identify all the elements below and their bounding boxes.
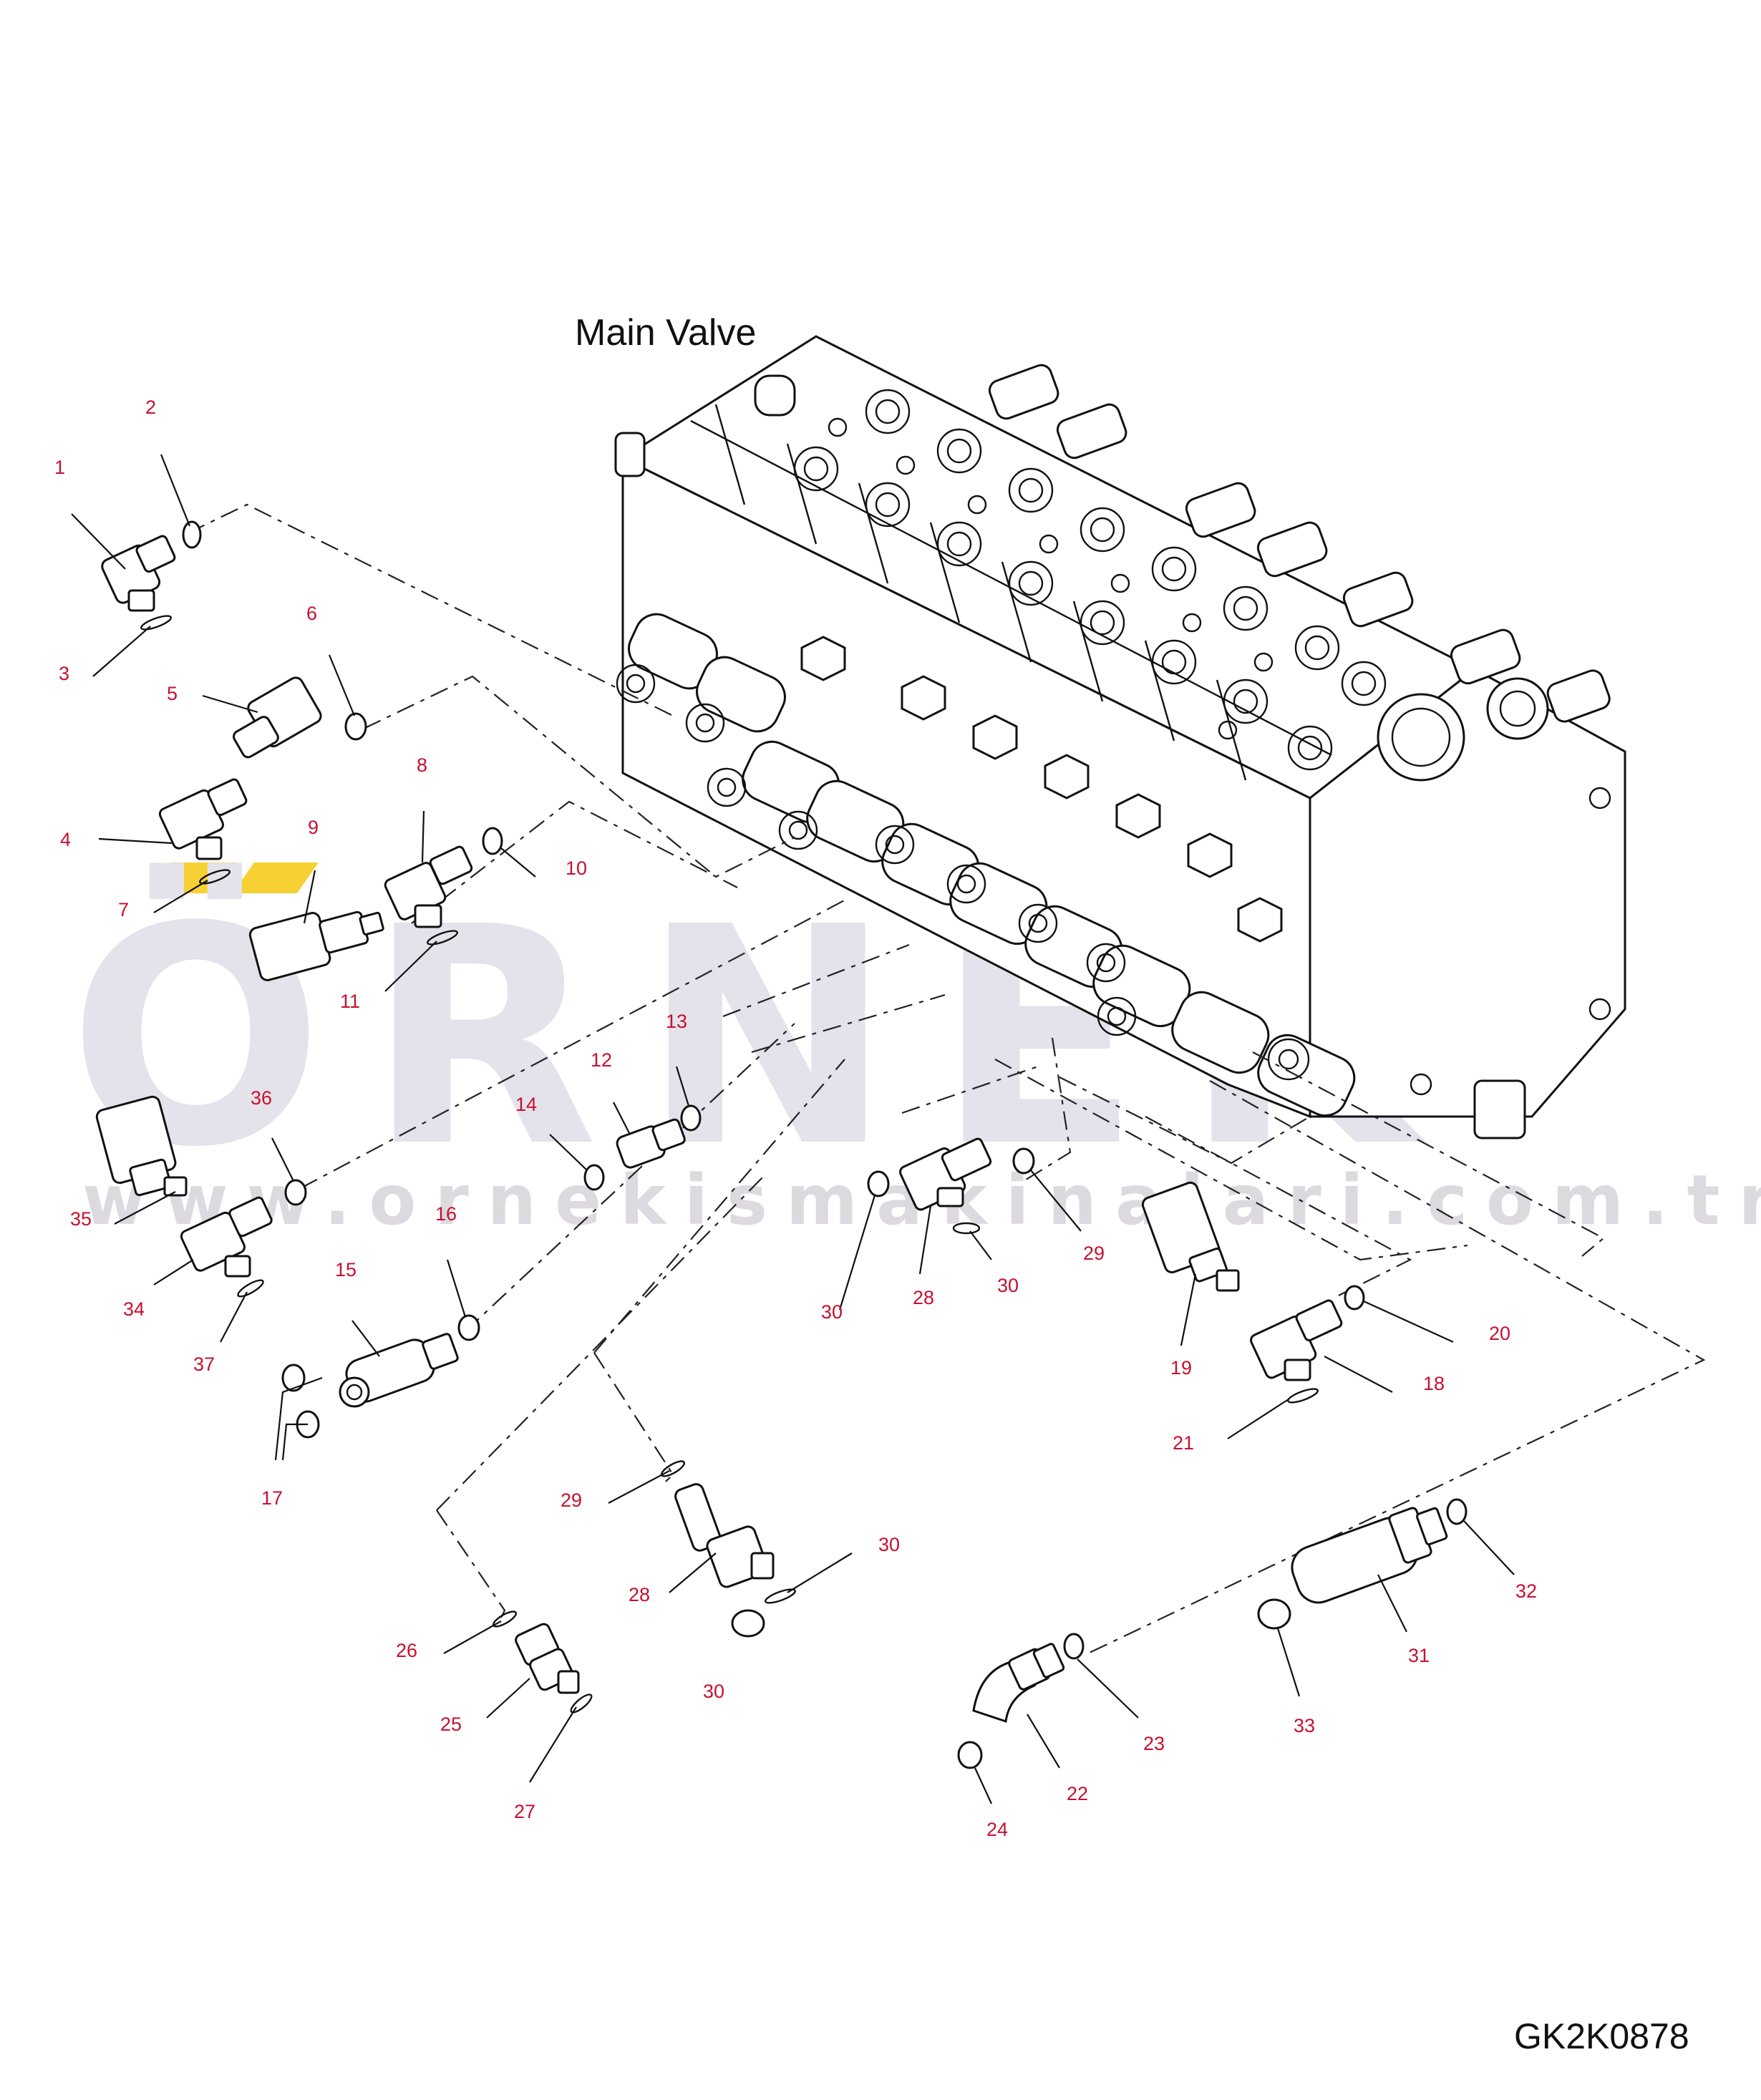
callout-5: 5	[167, 683, 178, 704]
callout-17: 17	[261, 1487, 283, 1509]
callout-8: 8	[417, 754, 427, 776]
part-30-o-ring-b	[952, 1222, 981, 1235]
main-valve-body	[614, 335, 1626, 1139]
callout-10: 10	[566, 857, 587, 879]
part-28-elbow-lower	[674, 1483, 775, 1588]
callout-35: 35	[70, 1208, 92, 1230]
part-12-adapter	[616, 1118, 686, 1169]
callout-27: 27	[514, 1801, 535, 1822]
callout-36: 36	[251, 1087, 272, 1109]
part-24-o-ring	[957, 1741, 983, 1769]
diagram-title: Main Valve	[575, 312, 756, 354]
part-1-elbow-sensor	[101, 535, 176, 612]
callout-11: 11	[340, 991, 360, 1012]
callout-23: 23	[1143, 1733, 1165, 1754]
part-29-o-ring-upper	[1012, 1147, 1035, 1175]
part-30-o-ring-d	[731, 1609, 765, 1638]
part-3-o-ring	[140, 615, 172, 631]
callout-28-upper: 28	[913, 1287, 934, 1308]
callout-26: 26	[396, 1640, 417, 1661]
part-9-sensor	[248, 910, 384, 981]
callout-12: 12	[591, 1049, 612, 1071]
callout-7: 7	[118, 899, 129, 920]
part-30-o-ring-a	[867, 1170, 890, 1197]
callout-30-c: 30	[878, 1534, 900, 1555]
callout-30-b: 30	[997, 1275, 1019, 1296]
watermark-accent-right	[233, 862, 319, 893]
part-18-elbow	[1250, 1299, 1343, 1381]
part-36-o-ring	[284, 1179, 307, 1206]
callout-16: 16	[435, 1203, 457, 1225]
leader-lines	[71, 454, 1515, 1804]
callout-32: 32	[1515, 1580, 1537, 1602]
part-6-o-ring	[344, 712, 367, 741]
callout-15: 15	[335, 1259, 356, 1280]
callout-21: 21	[1173, 1432, 1194, 1454]
part-10-o-ring	[482, 827, 503, 855]
callout-22: 22	[1067, 1783, 1088, 1804]
part-11-o-ring	[427, 930, 458, 946]
callout-labels: 1 2 3 4 5 6 7 8 9 10 11 12 13 14 15 16 1…	[54, 397, 1537, 1840]
callout-3: 3	[59, 663, 69, 684]
part-16-o-ring	[457, 1314, 480, 1341]
part-8-elbow	[384, 845, 473, 928]
callout-31: 31	[1408, 1645, 1430, 1666]
part-27-o-ring	[570, 1693, 593, 1713]
callout-24: 24	[986, 1819, 1008, 1840]
callout-20: 20	[1489, 1323, 1510, 1344]
part-4-elbow	[158, 778, 248, 860]
callout-25: 25	[440, 1713, 462, 1735]
callout-30-a: 30	[821, 1301, 843, 1323]
part-13-o-ring	[680, 1104, 702, 1132]
part-29-o-ring-lower	[660, 1460, 686, 1477]
callout-29-lower: 29	[561, 1489, 582, 1511]
components	[95, 520, 1468, 1769]
part-22-elbow	[972, 1643, 1065, 1723]
part-7-o-ring	[199, 869, 231, 885]
assembly-lines	[187, 503, 1706, 1654]
watermark-accent-left	[150, 862, 236, 893]
part-37-o-ring	[237, 1279, 264, 1298]
part-20-o-ring	[1344, 1285, 1365, 1311]
part-34-elbow	[180, 1196, 273, 1278]
spool-caps	[614, 364, 1611, 1117]
part-23-o-ring	[1063, 1633, 1085, 1660]
callout-9: 9	[308, 817, 319, 838]
callout-14: 14	[515, 1094, 537, 1115]
part-15-check-valve	[339, 1333, 459, 1408]
part-19-sensor	[1141, 1181, 1240, 1292]
drawing-code: GK2K0878	[1514, 2016, 1689, 2056]
callout-30-d: 30	[703, 1681, 724, 1702]
callout-37: 37	[193, 1353, 215, 1375]
part-28-elbow-upper	[899, 1137, 992, 1211]
callout-1: 1	[54, 457, 65, 478]
part-25-adapter	[515, 1623, 580, 1694]
callout-18: 18	[1423, 1373, 1445, 1394]
callout-6: 6	[306, 603, 317, 624]
callout-34: 34	[123, 1298, 145, 1320]
part-17-o-ring-a	[281, 1363, 306, 1392]
part-30-o-ring-c	[765, 1588, 796, 1604]
part-33-o-ring	[1257, 1598, 1291, 1630]
part-21-o-ring	[1287, 1388, 1319, 1404]
part-35-sensor	[95, 1095, 188, 1197]
callout-4: 4	[60, 829, 71, 850]
callout-33: 33	[1294, 1715, 1315, 1736]
callout-19: 19	[1170, 1357, 1192, 1379]
callout-28-lower: 28	[629, 1584, 650, 1605]
callout-29-upper: 29	[1083, 1243, 1105, 1264]
part-14-o-ring	[583, 1164, 605, 1191]
part-31-filter	[1291, 1507, 1448, 1604]
part-2-o-ring	[182, 520, 202, 549]
part-5-sensor	[233, 676, 322, 759]
callout-2: 2	[145, 397, 156, 418]
callout-13: 13	[666, 1011, 687, 1032]
part-32-o-ring	[1446, 1498, 1468, 1525]
